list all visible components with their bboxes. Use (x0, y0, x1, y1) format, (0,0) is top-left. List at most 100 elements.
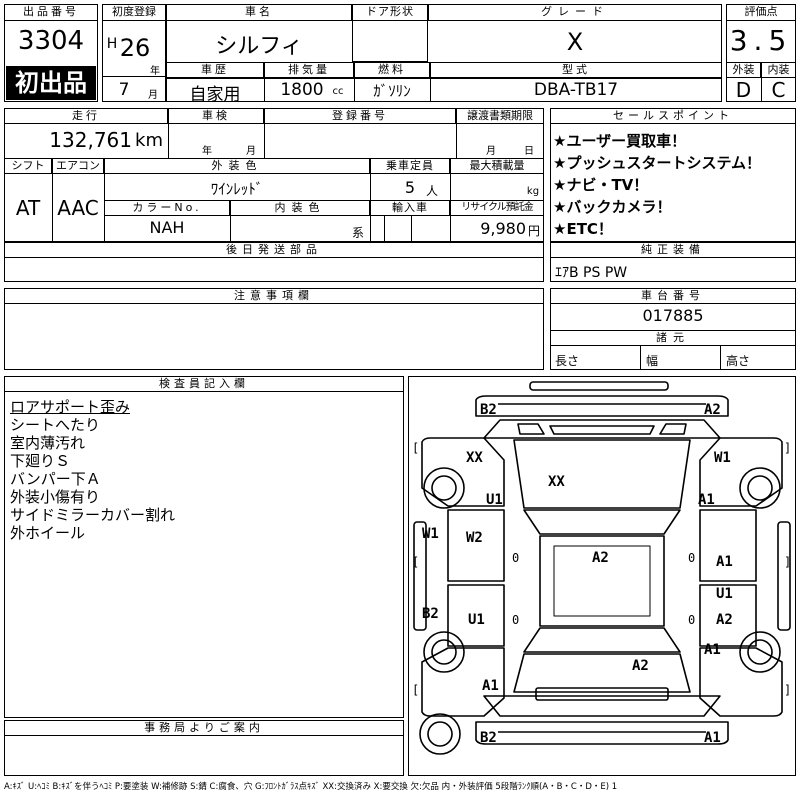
interior-color-unit: 系 (351, 226, 364, 240)
later-parts-label: 後日発送部品 (4, 242, 544, 258)
recycle-unit: 円 (527, 224, 540, 238)
divider-disp (354, 62, 355, 102)
interior-grade: C (771, 78, 786, 102)
dims-div-2 (720, 346, 721, 370)
mileage-label: 走行 (4, 108, 168, 124)
exterior-color-label: 外装色 (104, 158, 370, 174)
row2-div-2 (264, 108, 265, 158)
import-label: 輸入車 (370, 200, 450, 216)
sales-label: セールスポイント (550, 108, 796, 124)
inspector-note: ロアサポート歪み (10, 398, 131, 416)
damage-label: A2 (704, 402, 721, 418)
inspector-note: 外装小傷有り (10, 488, 101, 506)
bracket-mark: [ (412, 441, 419, 455)
damage-label: A1 (698, 492, 715, 508)
car-diagram-box (408, 376, 796, 776)
era-letter: H (106, 36, 118, 52)
car-name: シルフィ (215, 34, 303, 59)
inspection-year-unit: 年 (202, 146, 212, 157)
sales-point: ★ETC！ (553, 220, 613, 238)
bracket-mark: [ (412, 683, 419, 697)
row2-div-1 (168, 108, 169, 158)
sales-point: ★バックカメラ！ (553, 198, 672, 216)
fuel-label: 燃料 (354, 62, 430, 78)
grade-value: X (566, 28, 584, 56)
score-value: 3.5 (729, 24, 793, 57)
exterior-grade-label: 外装 (726, 62, 761, 78)
door-handle-mark: 0 (688, 613, 695, 627)
capacity-label: 乗車定員 (370, 158, 450, 174)
divider-fuel (430, 62, 431, 102)
fuel-value: ｶﾞｿﾘﾝ (373, 82, 411, 100)
sales-point: ★プッシュスタートシステム！ (553, 154, 761, 172)
damage-label: W1 (422, 526, 439, 542)
inspector-label: 検査員記入欄 (4, 376, 404, 392)
damage-label: XX (548, 474, 565, 490)
dims-div-1 (640, 346, 641, 370)
damage-label: A1 (704, 642, 721, 658)
first-reg-label: 初度登録 (102, 4, 166, 21)
first-reg-year: 26 (119, 34, 151, 62)
mileage-value: 132,761 (49, 128, 132, 152)
damage-label: A1 (716, 554, 733, 570)
height-label: 高さ (726, 354, 751, 368)
bracket-mark: ] (784, 683, 791, 697)
damage-label: A2 (592, 550, 609, 566)
inspector-note: バンパー下Ａ (10, 470, 101, 488)
exterior-grade: D (735, 78, 752, 102)
displacement-label: 排気量 (264, 62, 354, 78)
door-handle-mark: 0 (688, 551, 695, 565)
damage-label: A2 (716, 612, 733, 628)
damage-label: A2 (632, 658, 649, 674)
row2-div-3 (456, 108, 457, 158)
damage-label: U1 (486, 492, 503, 508)
year-unit: 年 (150, 66, 160, 77)
inspection-month-unit: 月 (246, 146, 256, 157)
width-label: 幅 (646, 354, 659, 368)
transfer-month-unit: 月 (486, 146, 496, 157)
door-handle-mark: 0 (512, 613, 519, 627)
import-box-1 (384, 216, 412, 242)
car-name-label: 車名 (166, 4, 352, 21)
damage-label: B2 (480, 730, 497, 746)
door-handle-mark: 0 (512, 551, 519, 565)
damage-label: W2 (466, 530, 483, 546)
displacement-unit: cc (332, 86, 344, 97)
office-label: 事務局よりご案内 (4, 720, 404, 736)
damage-label: A1 (482, 678, 499, 694)
grade-label: グレード (428, 4, 722, 21)
car-diagram: B2 A2 XX W1 XX U1 A1 W1 W2 A2 A1 B2 U1 U… (412, 381, 791, 755)
score-label: 評価点 (726, 4, 796, 21)
door-value (352, 20, 428, 62)
dims-label: 諸元 (550, 330, 796, 346)
damage-label: B2 (422, 606, 439, 622)
capacity-value: 5 (404, 178, 416, 197)
sales-point: ★ナビ・TV！ (553, 176, 649, 194)
genuine-label: 純正装備 (550, 242, 796, 258)
history-value: 自家用 (189, 85, 241, 105)
damage-label: U1 (468, 612, 485, 628)
inspector-note: 外ホイール (10, 524, 86, 542)
genuine-value: ｴｱB PS PW (555, 265, 628, 281)
ac-label: エアコン (52, 158, 104, 174)
divider-history (264, 62, 265, 102)
bracket-mark: ] (784, 441, 791, 455)
shift-label: シフト (4, 158, 52, 174)
capacity-unit: 人 (425, 184, 438, 198)
legend: A:ｷｽﾞ U:ﾍｺﾐ B:ｷｽﾞを伴うﾍｺﾐ P:要塗装 W:補修跡 S:錆 … (4, 782, 618, 792)
damage-label: U1 (716, 586, 733, 602)
transfer-day-unit: 日 (524, 146, 534, 157)
max-load-unit: kg (526, 186, 540, 197)
damage-label: B2 (480, 402, 497, 418)
damage-label: W1 (714, 450, 731, 466)
chassis-number: 017885 (642, 306, 704, 325)
car-info-row-divider (166, 78, 722, 79)
caution-label: 注意事項欄 (4, 288, 544, 304)
mileage-unit: km (135, 130, 163, 151)
lot-number-label: 出品番号 (4, 4, 98, 21)
inspection-label: 車検 (168, 108, 264, 124)
interior-color-label: 内装色 (230, 200, 370, 216)
color-no-div (230, 200, 231, 242)
month-unit: 月 (148, 90, 158, 101)
shift-ac-div (52, 158, 53, 242)
